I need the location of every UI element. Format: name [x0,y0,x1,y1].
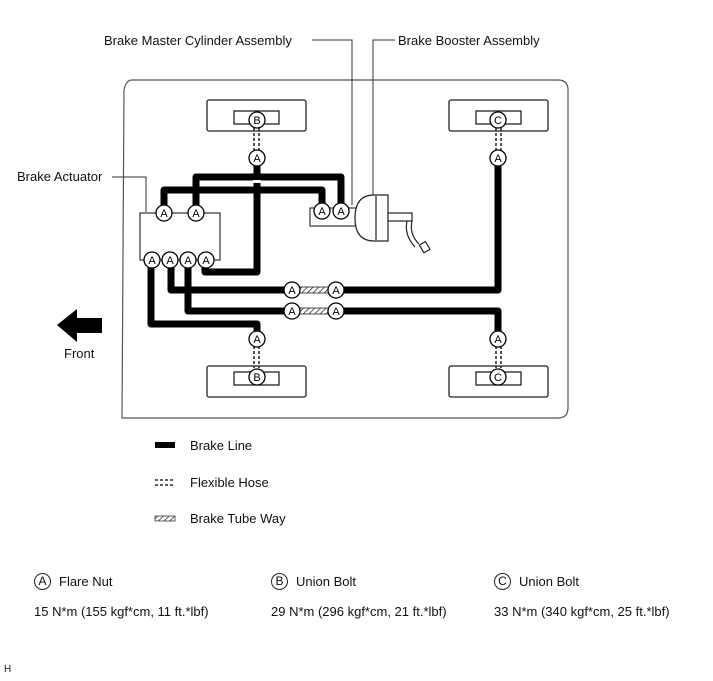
union-bolt-rear-right: C [489,368,507,386]
flare-nut-actuator-top-2: A [187,204,205,222]
connector-letter: A [332,306,340,318]
legend-symbol-brake-line [155,442,175,448]
label-master-cylinder: Brake Master Cylinder Assembly [104,33,292,48]
legend-symbol-brake-tube-way [154,515,176,522]
flare-nut-front-right-hose: A [248,330,266,348]
union-bolt-front-left: B [248,111,266,129]
union-bolt-rear-left: C [489,111,507,129]
flare-nut-master-cylinder-2: A [332,202,350,220]
flare-nut-rear-right-hose: A [489,330,507,348]
spec-torque: 33 N*m (340 kgf*cm, 25 ft.*lbf) [494,604,670,620]
flare-nut-actuator-top-1: A [155,204,173,222]
connector-letter: A [192,208,200,220]
connector-circle [197,251,215,269]
connector-circle [248,330,266,348]
legend-label-brake-line: Brake Line [190,438,252,453]
connector-letter: A [288,285,296,297]
symbol-a-icon: A [34,573,51,591]
callout-lines [112,39,395,212]
connector-letter: A [288,306,296,318]
connector-letter: C [494,115,502,127]
flare-nut-tube-way-upper-1: A [283,281,301,299]
legend: Brake Line Flexible Hose Brake Tube Way [154,438,286,526]
spec-torque: 15 N*m (155 kgf*cm, 11 ft.*lbf) [34,604,209,620]
connector-circle [332,202,350,220]
flare-nut-tube-way-lower-2: A [327,302,345,320]
flare-nut-master-cylinder-1: A [313,202,331,220]
connector-circle [489,111,507,129]
flare-nut-actuator-bottom-1: A [143,251,161,269]
connector-circle [179,251,197,269]
connector-letter: A [148,255,156,267]
connector-circle [248,149,266,167]
connector-letter: A [332,285,340,297]
line-crossing-gaps [253,180,261,183]
legend-symbol-flexible-hose [155,479,175,486]
connector-circle [248,111,266,129]
vehicle-outline [121,79,569,419]
connector-letter: A [318,206,326,218]
torque-spec-union-bolt-b: B Union Bolt 29 N*m (296 kgf*cm, 21 ft.*l… [271,573,447,619]
torque-spec-union-bolt-c: C Union Bolt 33 N*m (340 kgf*cm, 25 ft.*l… [494,573,670,619]
union-bolt-front-right: B [248,368,266,386]
flare-nut-tube-way-upper-2: A [327,281,345,299]
connector-letter: A [160,208,168,220]
figure-code: H [4,664,12,675]
connector-circle [187,204,205,222]
spec-torque: 29 N*m (296 kgf*cm, 21 ft.*lbf) [271,604,447,620]
connector-circle [313,202,331,220]
connector-circle [283,302,301,320]
torque-spec-flare-nut: A Flare Nut 15 N*m (155 kgf*cm, 11 ft.*lb… [34,573,209,619]
connector-letter: A [202,255,210,267]
connector-circle [283,281,301,299]
flexible-hoses [253,128,502,368]
legend-label-brake-tube-way: Brake Tube Way [190,511,286,526]
spec-name: Union Bolt [519,574,579,590]
flare-nut-actuator-bottom-2: A [161,251,179,269]
front-arrow-icon [57,309,102,342]
label-front: Front [64,346,95,361]
flare-nut-rear-left-hose: A [489,149,507,167]
connector-letter: A [253,153,261,165]
connector-circle [489,330,507,348]
connector-letter: A [494,334,502,346]
connector-circle [161,251,179,269]
label-booster: Brake Booster Assembly [398,33,540,48]
flare-nut-tube-way-lower-1: A [283,302,301,320]
spec-name: Flare Nut [59,574,113,590]
connector-letter: C [494,372,502,384]
connector-letter: A [184,255,192,267]
connector-circle [489,368,507,386]
label-actuator: Brake Actuator [17,169,103,184]
legend-label-flexible-hose: Flexible Hose [190,475,269,490]
connector-letter: A [494,153,502,165]
connector-circle [143,251,161,269]
flare-nut-front-left-hose: A [248,149,266,167]
connector-circle [155,204,173,222]
flare-nut-actuator-bottom-4: A [197,251,215,269]
symbol-b-icon: B [271,573,288,591]
symbol-c-icon: C [494,573,511,591]
connector-letter: A [253,334,261,346]
brake-booster [354,194,431,254]
connector-letter: A [166,255,174,267]
connector-circle [248,368,266,386]
connector-letter: B [253,115,260,127]
spec-name: Union Bolt [296,574,356,590]
connector-circle [327,302,345,320]
connector-circle [327,281,345,299]
connector-circle [489,149,507,167]
connector-letter: B [253,372,260,384]
connector-letter: A [337,206,345,218]
flare-nut-actuator-bottom-3: A [179,251,197,269]
